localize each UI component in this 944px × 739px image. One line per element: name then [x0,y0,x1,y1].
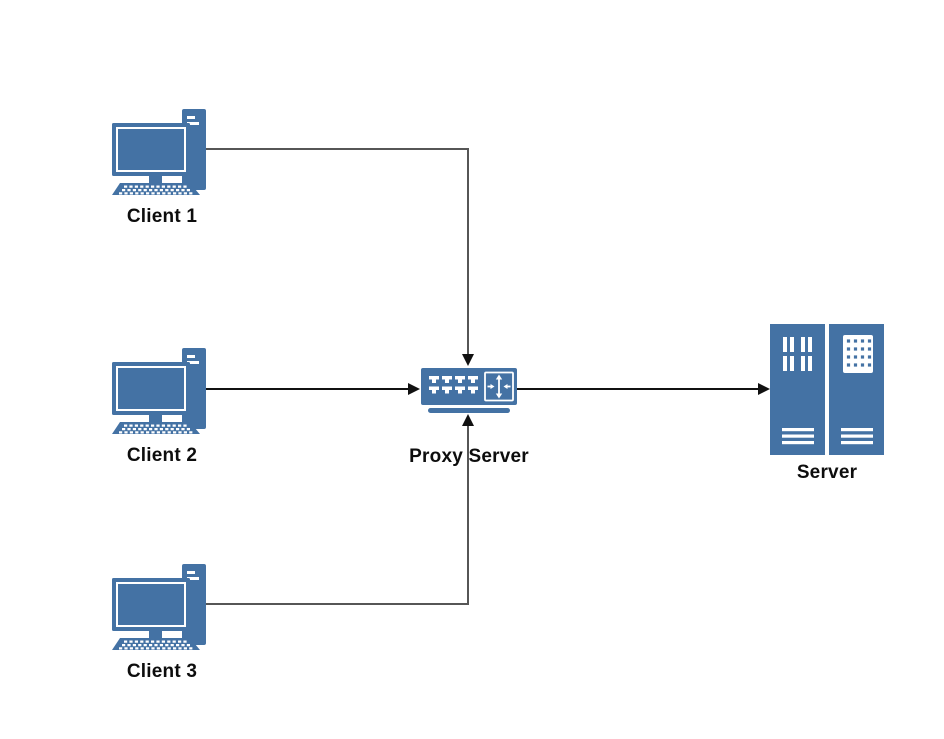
desktop-computer-icon [112,346,206,434]
network-switch-icon [421,368,517,414]
arrowhead-into-server-left-icon [758,383,770,395]
client2-node [112,346,206,434]
client2-label: Client 2 [126,445,198,466]
desktop-computer-icon [112,107,206,195]
edge-proxy-server-line [517,388,759,390]
edge-client1-proxy-horizontal [205,148,469,150]
edge-client2-proxy-line [205,388,409,390]
arrowhead-into-proxy-bottom-icon [462,414,474,426]
edge-client3-proxy-horizontal [205,603,469,605]
client3-label: Client 3 [126,661,198,682]
proxy-server-node [421,368,517,414]
server-label: Server [796,462,858,483]
client1-label: Client 1 [126,206,198,227]
arrowhead-into-proxy-left-icon [408,383,420,395]
proxy-server-label: Proxy Server [409,446,529,467]
server-rack-icon [770,324,884,455]
edge-client3-proxy-vertical [467,426,469,605]
edge-client1-proxy-vertical [467,148,469,354]
client3-node [112,562,206,650]
arrowhead-into-proxy-top-icon [462,354,474,366]
desktop-computer-icon [112,562,206,650]
server-node [770,324,884,455]
client1-node [112,107,206,195]
